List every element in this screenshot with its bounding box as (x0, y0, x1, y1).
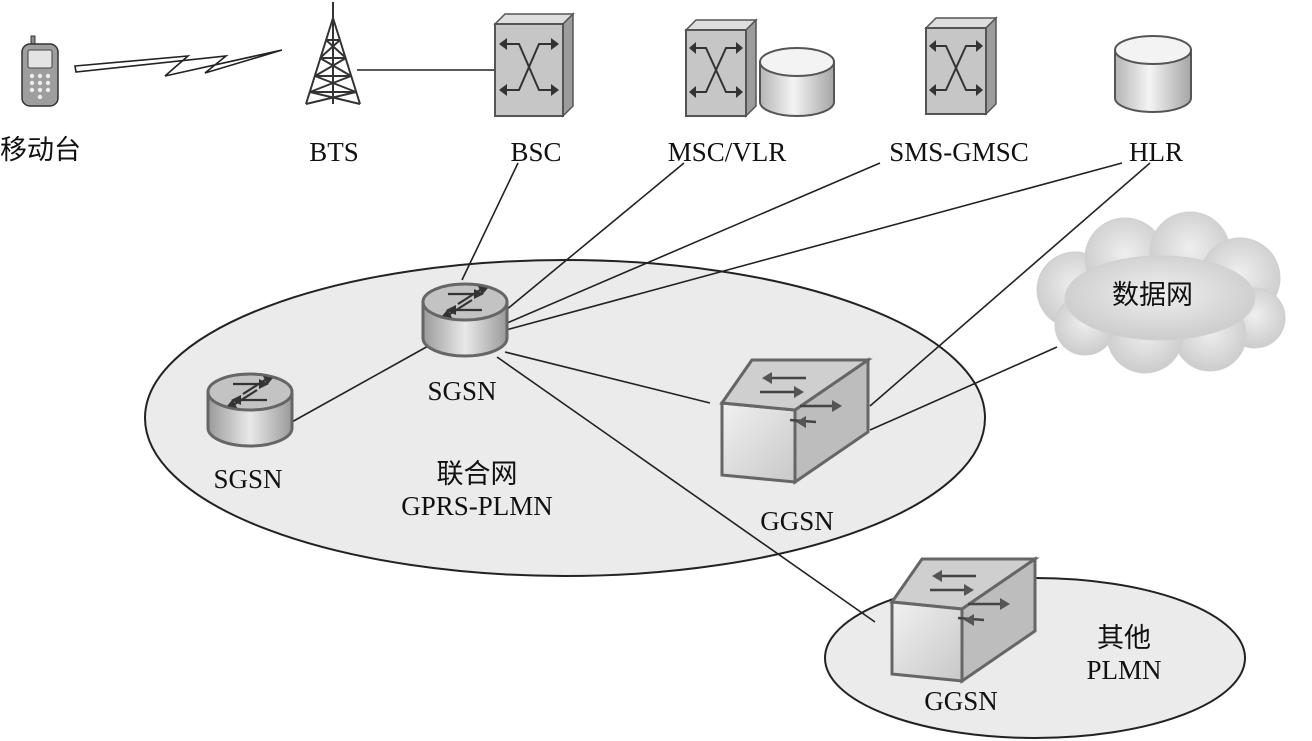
gprs-plmn-label: 联合网 GPRS-PLMN (401, 458, 553, 523)
sgsn-main-router-icon (421, 282, 509, 358)
link-sgsn-ggsn-other (496, 356, 876, 623)
data-network-label: 数据网 (1112, 280, 1193, 310)
link-hlr-sgsn (505, 162, 1123, 331)
sms-gmsc-switch-icon (924, 16, 998, 116)
bsc-switch-icon (493, 12, 575, 118)
link-sgsn-sgsn (289, 344, 431, 424)
hlr-label: HLR (1129, 137, 1183, 167)
ggsn-main-switch-icon (719, 357, 873, 485)
link-hlr-ggsn (869, 162, 1151, 407)
link-sgsn-ggsn (504, 351, 711, 404)
sgsn-main-label: SGSN (427, 376, 497, 406)
vlr-database-icon (759, 47, 835, 117)
other-plmn-label: 其他 PLMN (1086, 622, 1161, 687)
sms-gmsc-label: SMS-GMSC (889, 137, 1029, 167)
other-plmn-line1: 其他 (1096, 623, 1151, 653)
link-bsc-sgsn (461, 162, 519, 281)
link-ggsn-datanet (869, 346, 1058, 431)
mobile-phone-icon (21, 35, 59, 107)
msc-switch-icon (684, 18, 758, 118)
gprs-plmn-line2: GPRS-PLMN (401, 491, 553, 522)
sgsn-left-label: SGSN (213, 464, 283, 494)
sgsn-left-router-icon (206, 372, 294, 448)
gprs-plmn-line1: 联合网 (436, 459, 518, 489)
link-msc-sgsn (493, 162, 685, 321)
radio-link-icon (74, 49, 283, 77)
ggsn-other-switch-icon (889, 556, 1040, 684)
hlr-database-icon (1114, 35, 1192, 113)
msc-vlr-label: MSC/VLR (667, 137, 787, 167)
gprs-plmn-ellipse (144, 259, 986, 577)
link-smsgmsc-sgsn (499, 162, 881, 327)
other-plmn-line2: PLMN (1086, 655, 1162, 686)
ggsn-main-label: GGSN (760, 506, 834, 536)
ggsn-other-label: GGSN (924, 686, 998, 716)
bsc-label: BSC (510, 137, 562, 167)
cloud-icon (1036, 211, 1286, 374)
bts-label: BTS (309, 137, 359, 167)
mobile-label: 移动台 (0, 135, 81, 165)
bts-tower-icon (305, 2, 361, 105)
